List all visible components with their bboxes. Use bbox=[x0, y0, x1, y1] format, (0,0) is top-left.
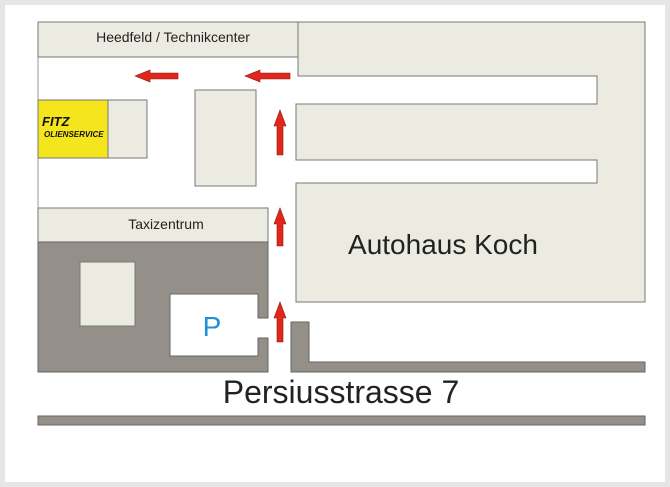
building-heedfeld bbox=[37, 21, 299, 58]
curb bbox=[290, 321, 646, 373]
street-curb bbox=[37, 415, 646, 426]
label-taxizentrum: Taxizentrum bbox=[128, 216, 203, 232]
arrow-up-icon bbox=[273, 207, 287, 247]
building-taxizentrum bbox=[37, 207, 269, 243]
building-autohaus-koch bbox=[295, 21, 646, 303]
label-autohaus: Autohaus Koch bbox=[348, 229, 538, 260]
label-street: Persiusstrasse 7 bbox=[223, 374, 460, 410]
parking-sign: P bbox=[203, 311, 222, 342]
label-heedfeld: Heedfeld / Technikcenter bbox=[96, 29, 250, 45]
fitz-building bbox=[37, 99, 109, 159]
fitz-logo-sub: OLIENSERVICE bbox=[44, 130, 104, 139]
building-lot bbox=[79, 261, 136, 327]
building-center bbox=[194, 89, 257, 187]
arrow-left-icon bbox=[244, 69, 291, 83]
arrow-left-icon bbox=[134, 69, 179, 83]
fitz-logo: FITZ bbox=[42, 114, 70, 129]
arrow-up-icon bbox=[273, 109, 287, 156]
arrow-up-icon bbox=[273, 301, 287, 343]
building-fitz-annex bbox=[107, 99, 148, 159]
